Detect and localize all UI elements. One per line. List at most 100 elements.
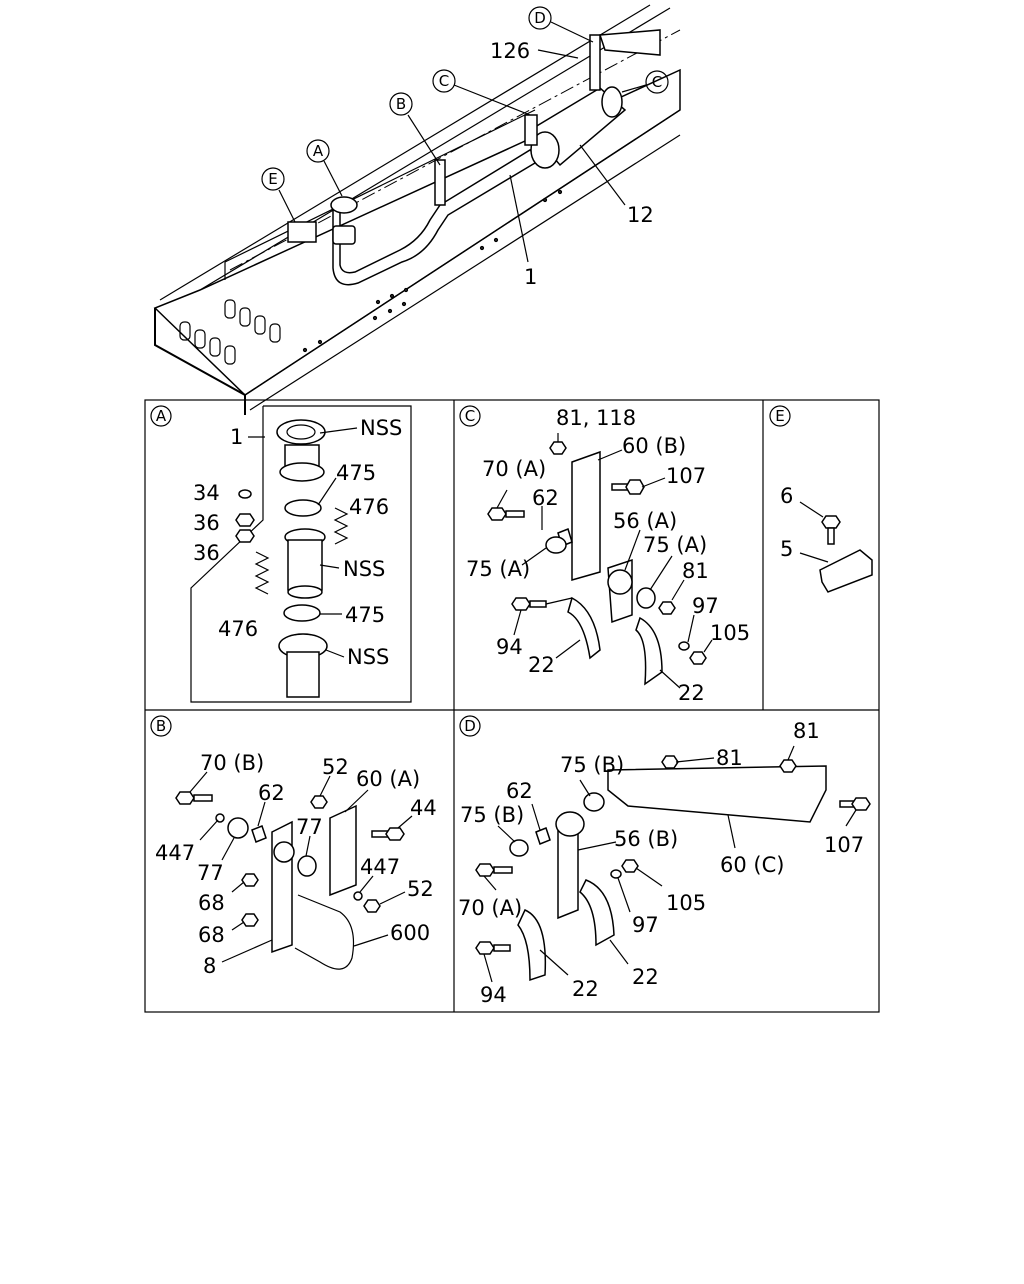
part-label-77: 77 xyxy=(296,815,323,839)
svg-text:B: B xyxy=(396,95,406,113)
part-label-34: 34 xyxy=(193,481,220,505)
part-label-22: 22 xyxy=(572,977,599,1001)
flange-pipe-top xyxy=(276,419,326,482)
panel-b: B 7 xyxy=(150,715,437,978)
part-label-6: 6 xyxy=(780,484,793,508)
bolt-70a xyxy=(487,507,525,521)
washer-97 xyxy=(610,869,622,879)
bolt-44 xyxy=(371,827,405,841)
part-label-70a: 70 (A) xyxy=(458,896,522,920)
flange-pipe-bottom xyxy=(278,633,328,698)
part-label-1: 1 xyxy=(524,265,537,289)
spring-476-upper xyxy=(333,507,349,545)
panel-e: E 6 5 xyxy=(769,405,873,593)
svg-text:C: C xyxy=(439,72,449,90)
part-label-75b: 75 (B) xyxy=(560,753,624,777)
part-label-56b: 56 (B) xyxy=(614,827,678,851)
bracket-60a xyxy=(329,804,357,897)
part-label-75a: 75 (A) xyxy=(643,533,707,557)
panel-d: D xyxy=(458,715,871,1007)
nut-68-upper xyxy=(241,873,259,887)
part-label-68: 68 xyxy=(198,923,225,947)
part-label-62: 62 xyxy=(506,779,533,803)
washer-97 xyxy=(678,641,690,651)
svg-text:E: E xyxy=(268,170,277,188)
muffler xyxy=(528,86,627,169)
part-label-12: 12 xyxy=(627,203,654,227)
part-label-36: 36 xyxy=(193,511,220,535)
bolt-107 xyxy=(611,479,645,495)
panel-c: C xyxy=(459,405,750,705)
part-label-75b: 75 (B) xyxy=(460,803,524,827)
part-label-97: 97 xyxy=(632,913,659,937)
part-label-476: 476 xyxy=(349,495,389,519)
bolt-70a xyxy=(475,863,513,877)
part-label-475: 475 xyxy=(336,461,376,485)
part-label-81-118: 81, 118 xyxy=(556,406,636,430)
bushing-77-left xyxy=(227,817,249,839)
callout-e: E xyxy=(261,167,285,191)
bracket-56b xyxy=(555,811,585,920)
nut-81-right xyxy=(779,759,797,773)
panel-c-letter: C xyxy=(465,407,475,425)
part-label-447: 447 xyxy=(155,841,195,865)
part-label-77: 77 xyxy=(197,861,224,885)
panel-b-letter: B xyxy=(156,717,166,735)
part-label-62: 62 xyxy=(532,486,559,510)
gasket-ring-475-upper xyxy=(284,499,322,517)
part-label-62: 62 xyxy=(258,781,285,805)
panel-d-letter: D xyxy=(464,717,476,735)
part-label-81: 81 xyxy=(682,559,709,583)
washer-34 xyxy=(238,489,252,499)
part-label-52: 52 xyxy=(407,877,434,901)
bracket-56a xyxy=(607,558,633,624)
part-label-22: 22 xyxy=(678,681,705,705)
spacer-62 xyxy=(535,827,551,845)
bolt-94 xyxy=(475,941,511,955)
nut-68-lower xyxy=(241,913,259,927)
middle-pipe xyxy=(284,528,326,599)
part-label-1: 1 xyxy=(230,425,243,449)
part-label-75a: 75 (A) xyxy=(466,557,530,581)
part-label-70b: 70 (B) xyxy=(200,751,264,775)
callout-d-top: D xyxy=(528,6,552,30)
bolt-107 xyxy=(839,797,871,811)
svg-text:A: A xyxy=(313,142,324,160)
part-label-447: 447 xyxy=(360,855,400,879)
callout-c-right: C xyxy=(645,70,669,94)
chassis-overview-drawing: D C C B A E 126 12 1 xyxy=(153,4,681,415)
bushing-75a-left xyxy=(545,536,567,554)
part-label-105: 105 xyxy=(666,891,706,915)
panel-a-letter: A xyxy=(156,407,167,425)
nut-52-bottom xyxy=(363,899,381,913)
part-label-60c: 60 (C) xyxy=(720,853,784,877)
svg-text:D: D xyxy=(534,9,546,27)
callout-a: A xyxy=(306,139,330,163)
part-label-5: 5 xyxy=(780,537,793,561)
spring-476-lower xyxy=(254,551,270,595)
nut-81-118 xyxy=(549,441,567,455)
bushing-75b-top xyxy=(583,792,605,812)
bolt-6 xyxy=(821,515,841,545)
bracket-60b xyxy=(571,450,601,581)
part-label-56a: 56 (A) xyxy=(613,509,677,533)
part-label-nss: NSS xyxy=(343,557,385,581)
part-label-475: 475 xyxy=(345,603,385,627)
clamp-22-right xyxy=(579,879,615,947)
part-label-105: 105 xyxy=(710,621,750,645)
part-label-8: 8 xyxy=(203,954,216,978)
part-label-nss: NSS xyxy=(360,416,402,440)
nut-105 xyxy=(621,859,639,873)
part-label-476: 476 xyxy=(218,617,258,641)
washer-447-right xyxy=(353,891,363,901)
callout-c-left: C xyxy=(432,69,456,93)
part-label-52: 52 xyxy=(322,755,349,779)
part-label-68: 68 xyxy=(198,891,225,915)
bushing-77-right xyxy=(297,855,317,877)
part-label-107: 107 xyxy=(824,833,864,857)
gasket-ring-475-lower xyxy=(283,604,321,622)
clamp-22-right xyxy=(635,616,663,686)
bushing-75b-left xyxy=(509,839,529,857)
clamp-22-left xyxy=(567,596,601,660)
